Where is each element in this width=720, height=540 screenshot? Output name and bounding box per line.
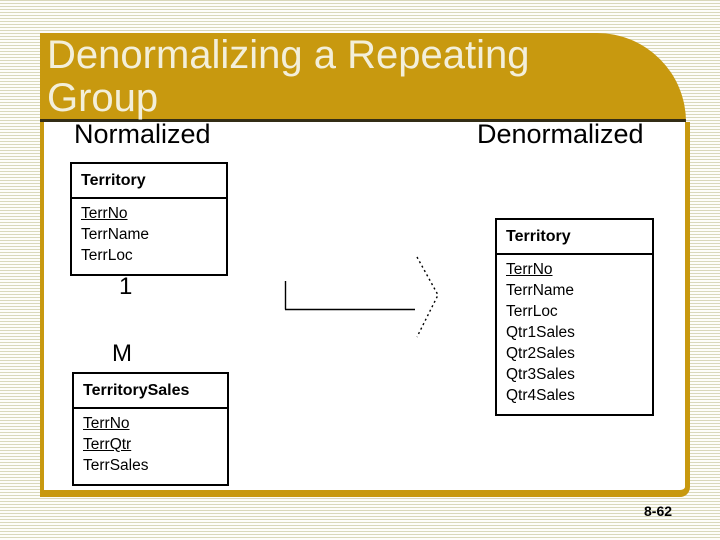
denormalized-heading: Denormalized <box>477 119 644 149</box>
table-fields: TerrNo TerrName TerrLoc Qtr1Sales Qtr2Sa… <box>497 255 652 414</box>
field-qtr1sales: Qtr1Sales <box>506 324 575 341</box>
field-qtr3sales: Qtr3Sales <box>506 366 575 383</box>
slide-title: Denormalizing a Repeating Group <box>47 33 530 120</box>
table-title: Territory <box>497 220 652 255</box>
field-terrloc: TerrLoc <box>506 303 558 320</box>
table-fields: TerrNo TerrQtr TerrSales <box>74 409 227 484</box>
table-fields: TerrNo TerrName TerrLoc <box>72 199 226 274</box>
field-terrno: TerrNo <box>506 261 553 278</box>
normalized-territory-table: Territory TerrNo TerrName TerrLoc <box>70 162 228 276</box>
field-terrname: TerrName <box>506 282 575 299</box>
field-qtr2sales: Qtr2Sales <box>506 345 575 362</box>
field-terrsales: TerrSales <box>83 457 149 474</box>
normalized-heading: Normalized <box>74 119 211 149</box>
cardinality-one-label: 1 <box>119 273 133 300</box>
field-qtr4sales: Qtr4Sales <box>506 387 575 404</box>
field-terrname: TerrName <box>81 226 150 243</box>
title-banner: Denormalizing a Repeating Group <box>40 33 686 122</box>
table-title: TerritorySales <box>74 374 227 409</box>
page-number: 8-62 <box>644 503 673 519</box>
cardinality-many-label: M <box>112 340 132 367</box>
field-terrloc: TerrLoc <box>81 247 133 264</box>
denormalized-territory-table: Territory TerrNo TerrName TerrLoc Qtr1Sa… <box>495 218 654 416</box>
field-terrno: TerrNo <box>81 205 128 222</box>
transform-arrow-icon <box>284 256 439 338</box>
field-terrno: TerrNo <box>83 415 130 432</box>
normalized-territorysales-table: TerritorySales TerrNo TerrQtr TerrSales <box>72 372 229 486</box>
field-terrqtr: TerrQtr <box>83 436 132 453</box>
table-title: Territory <box>72 164 226 199</box>
